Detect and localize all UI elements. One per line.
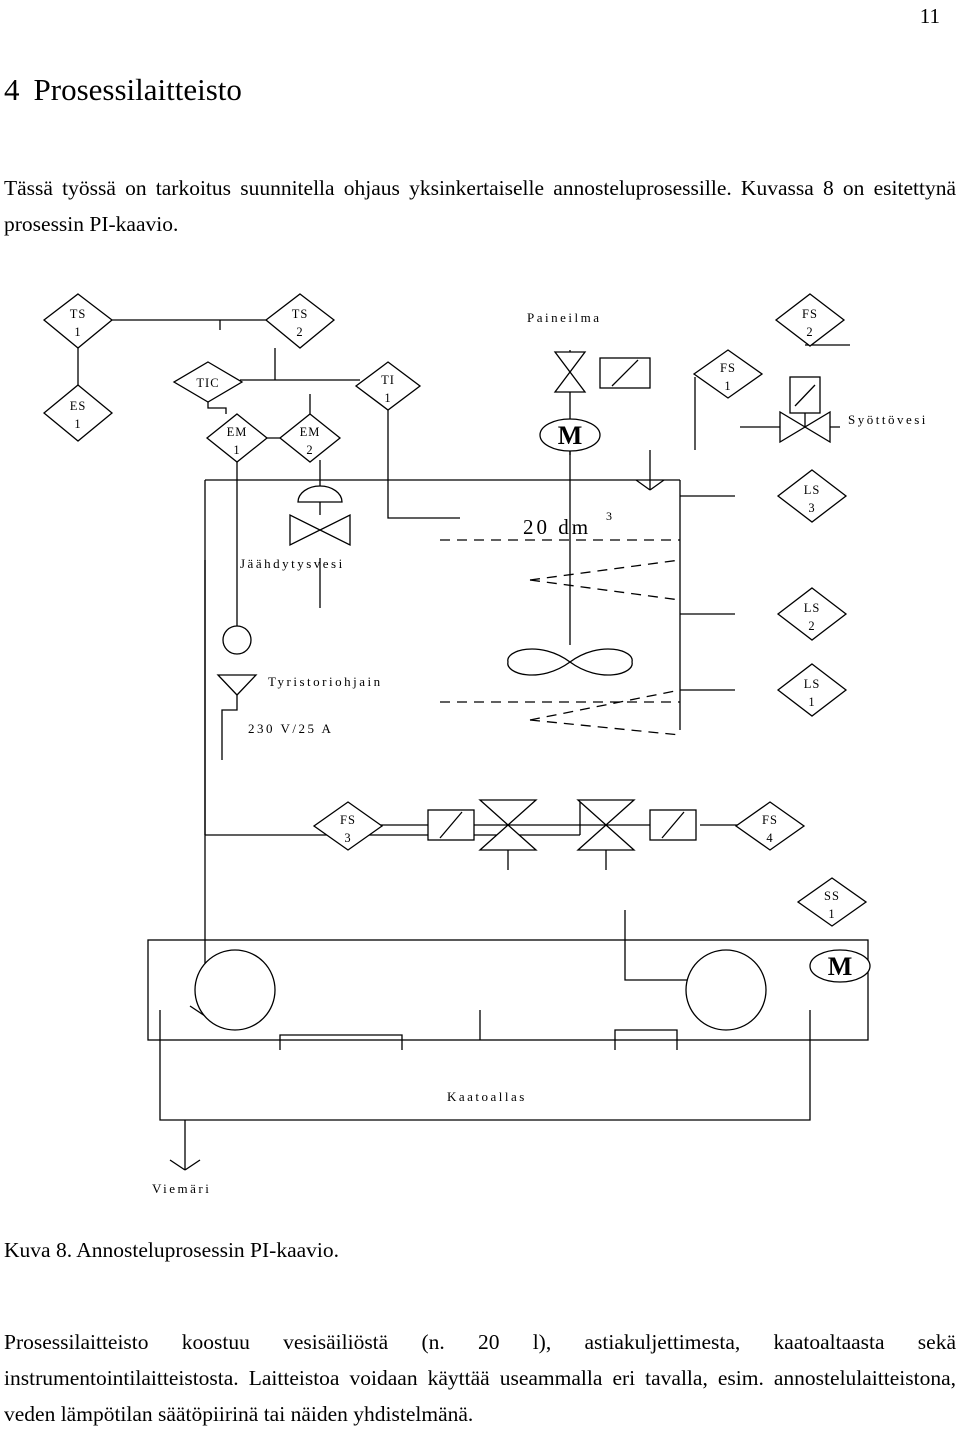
- tic-tag: TIC: [196, 376, 219, 390]
- ts1-tag: TS: [70, 307, 87, 321]
- ts2-num: 2: [296, 325, 303, 339]
- conveyor-motor-label: M: [828, 952, 853, 981]
- section-number: 4: [4, 72, 20, 107]
- es1-tag: ES: [70, 399, 87, 413]
- ls1-num: 1: [808, 695, 815, 709]
- ts2-tag: TS: [292, 307, 309, 321]
- em2-num: 2: [306, 443, 313, 457]
- section-heading: 4 Prosessilaitteisto: [4, 72, 242, 108]
- tank-volume-label: 20 dm: [523, 515, 591, 539]
- syottovesi-label: Syöttövesi: [848, 412, 928, 427]
- em2-tag: EM: [300, 425, 321, 439]
- tyristoriohjain-label: Tyristoriohjain: [268, 674, 383, 689]
- ti1-num: 1: [384, 391, 391, 405]
- ls3-tag: LS: [804, 483, 821, 497]
- ts1-num: 1: [74, 325, 81, 339]
- fs1-num: 1: [724, 379, 731, 393]
- ls1-tag: LS: [804, 677, 821, 691]
- ls3-num: 3: [808, 501, 815, 515]
- em1-tag: EM: [227, 425, 248, 439]
- fs2-tag: FS: [802, 307, 818, 321]
- viemari-label: Viemäri: [152, 1181, 211, 1196]
- tank-volume-exponent: 3: [606, 509, 612, 523]
- fs1-tag: FS: [720, 361, 736, 375]
- es1-num: 1: [74, 417, 81, 431]
- section-title: Prosessilaitteisto: [33, 72, 242, 107]
- mixer-motor-label: M: [558, 421, 583, 450]
- kaatoallas-label: Kaatoallas: [447, 1089, 527, 1104]
- ss1-num: 1: [828, 907, 835, 921]
- intro-paragraph: Tässä työssä on tarkoitus suunnitella oh…: [4, 176, 956, 236]
- paineilma-label: Paineilma: [527, 310, 602, 325]
- jaahdytysvesi-label: Jäähdytysvesi: [240, 556, 345, 571]
- supply-label: 230 V/25 A: [248, 721, 333, 736]
- fs3-num: 3: [344, 831, 351, 845]
- ti1-tag: TI: [381, 373, 395, 387]
- fs4-num: 4: [766, 831, 773, 845]
- ls2-tag: LS: [804, 601, 821, 615]
- fs3-tag: FS: [340, 813, 356, 827]
- figure-caption: Kuva 8. Annosteluprosessin PI-kaavio.: [4, 1238, 340, 1262]
- em1-num: 1: [233, 443, 240, 457]
- fs4-tag: FS: [762, 813, 778, 827]
- body-paragraph: Prosessilaitteisto koostuu vesisäiliöstä…: [4, 1330, 956, 1426]
- ls2-num: 2: [808, 619, 815, 633]
- pi-diagram: M M TS 1 TS 2 ES 1 TIC EM 1 EM 2 TI 1 FS…: [42, 293, 928, 1196]
- fs2-num: 2: [806, 325, 813, 339]
- page-number: 11: [919, 4, 940, 28]
- ss1-tag: SS: [824, 889, 840, 903]
